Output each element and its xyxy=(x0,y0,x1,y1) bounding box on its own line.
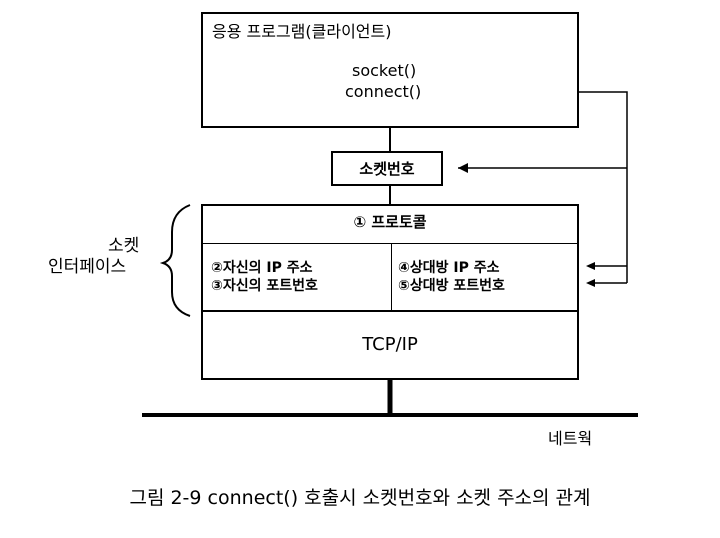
remote-ip-entry: ④상대방 IP 주소 xyxy=(398,260,500,276)
local-ip-entry: ②자신의 IP 주소 xyxy=(211,260,313,276)
remote-port-entry: ⑤상대방 포트번호 xyxy=(398,278,505,294)
tcpip-box: TCP/IP xyxy=(201,310,579,380)
tcpip-label: TCP/IP xyxy=(362,334,418,355)
application-box: 응용 프로그램(클라이언트) socket() connect() xyxy=(201,12,579,128)
protocol-divider xyxy=(203,243,577,244)
arrow-remote-port xyxy=(586,279,595,287)
interface-label-line1: 소켓 xyxy=(108,236,140,256)
application-title: 응용 프로그램(클라이언트) xyxy=(212,22,392,41)
socket-call: socket() xyxy=(352,61,417,80)
interface-label-line2: 인터페이스 xyxy=(48,257,127,277)
arrow-socket-number xyxy=(458,163,468,173)
socket-interface-box: ① 프로토콜 ②자신의 IP 주소 ③자신의 포트번호 ④상대방 IP 주소 ⑤… xyxy=(201,204,579,312)
interface-brace xyxy=(159,204,191,317)
address-divider xyxy=(391,243,392,310)
network-label: 네트웍 xyxy=(548,429,593,448)
connect-call: connect() xyxy=(345,82,422,101)
socket-number-box: 소켓번호 xyxy=(331,151,443,186)
socket-number-label: 소켓번호 xyxy=(359,160,415,178)
arrow-remote-ip xyxy=(586,262,595,270)
figure-caption: 그림 2-9 connect() 호출시 소켓번호와 소켓 주소의 관계 xyxy=(129,487,591,509)
local-port-entry: ③자신의 포트번호 xyxy=(211,278,318,294)
protocol-label: ① 프로토콜 xyxy=(353,213,427,231)
